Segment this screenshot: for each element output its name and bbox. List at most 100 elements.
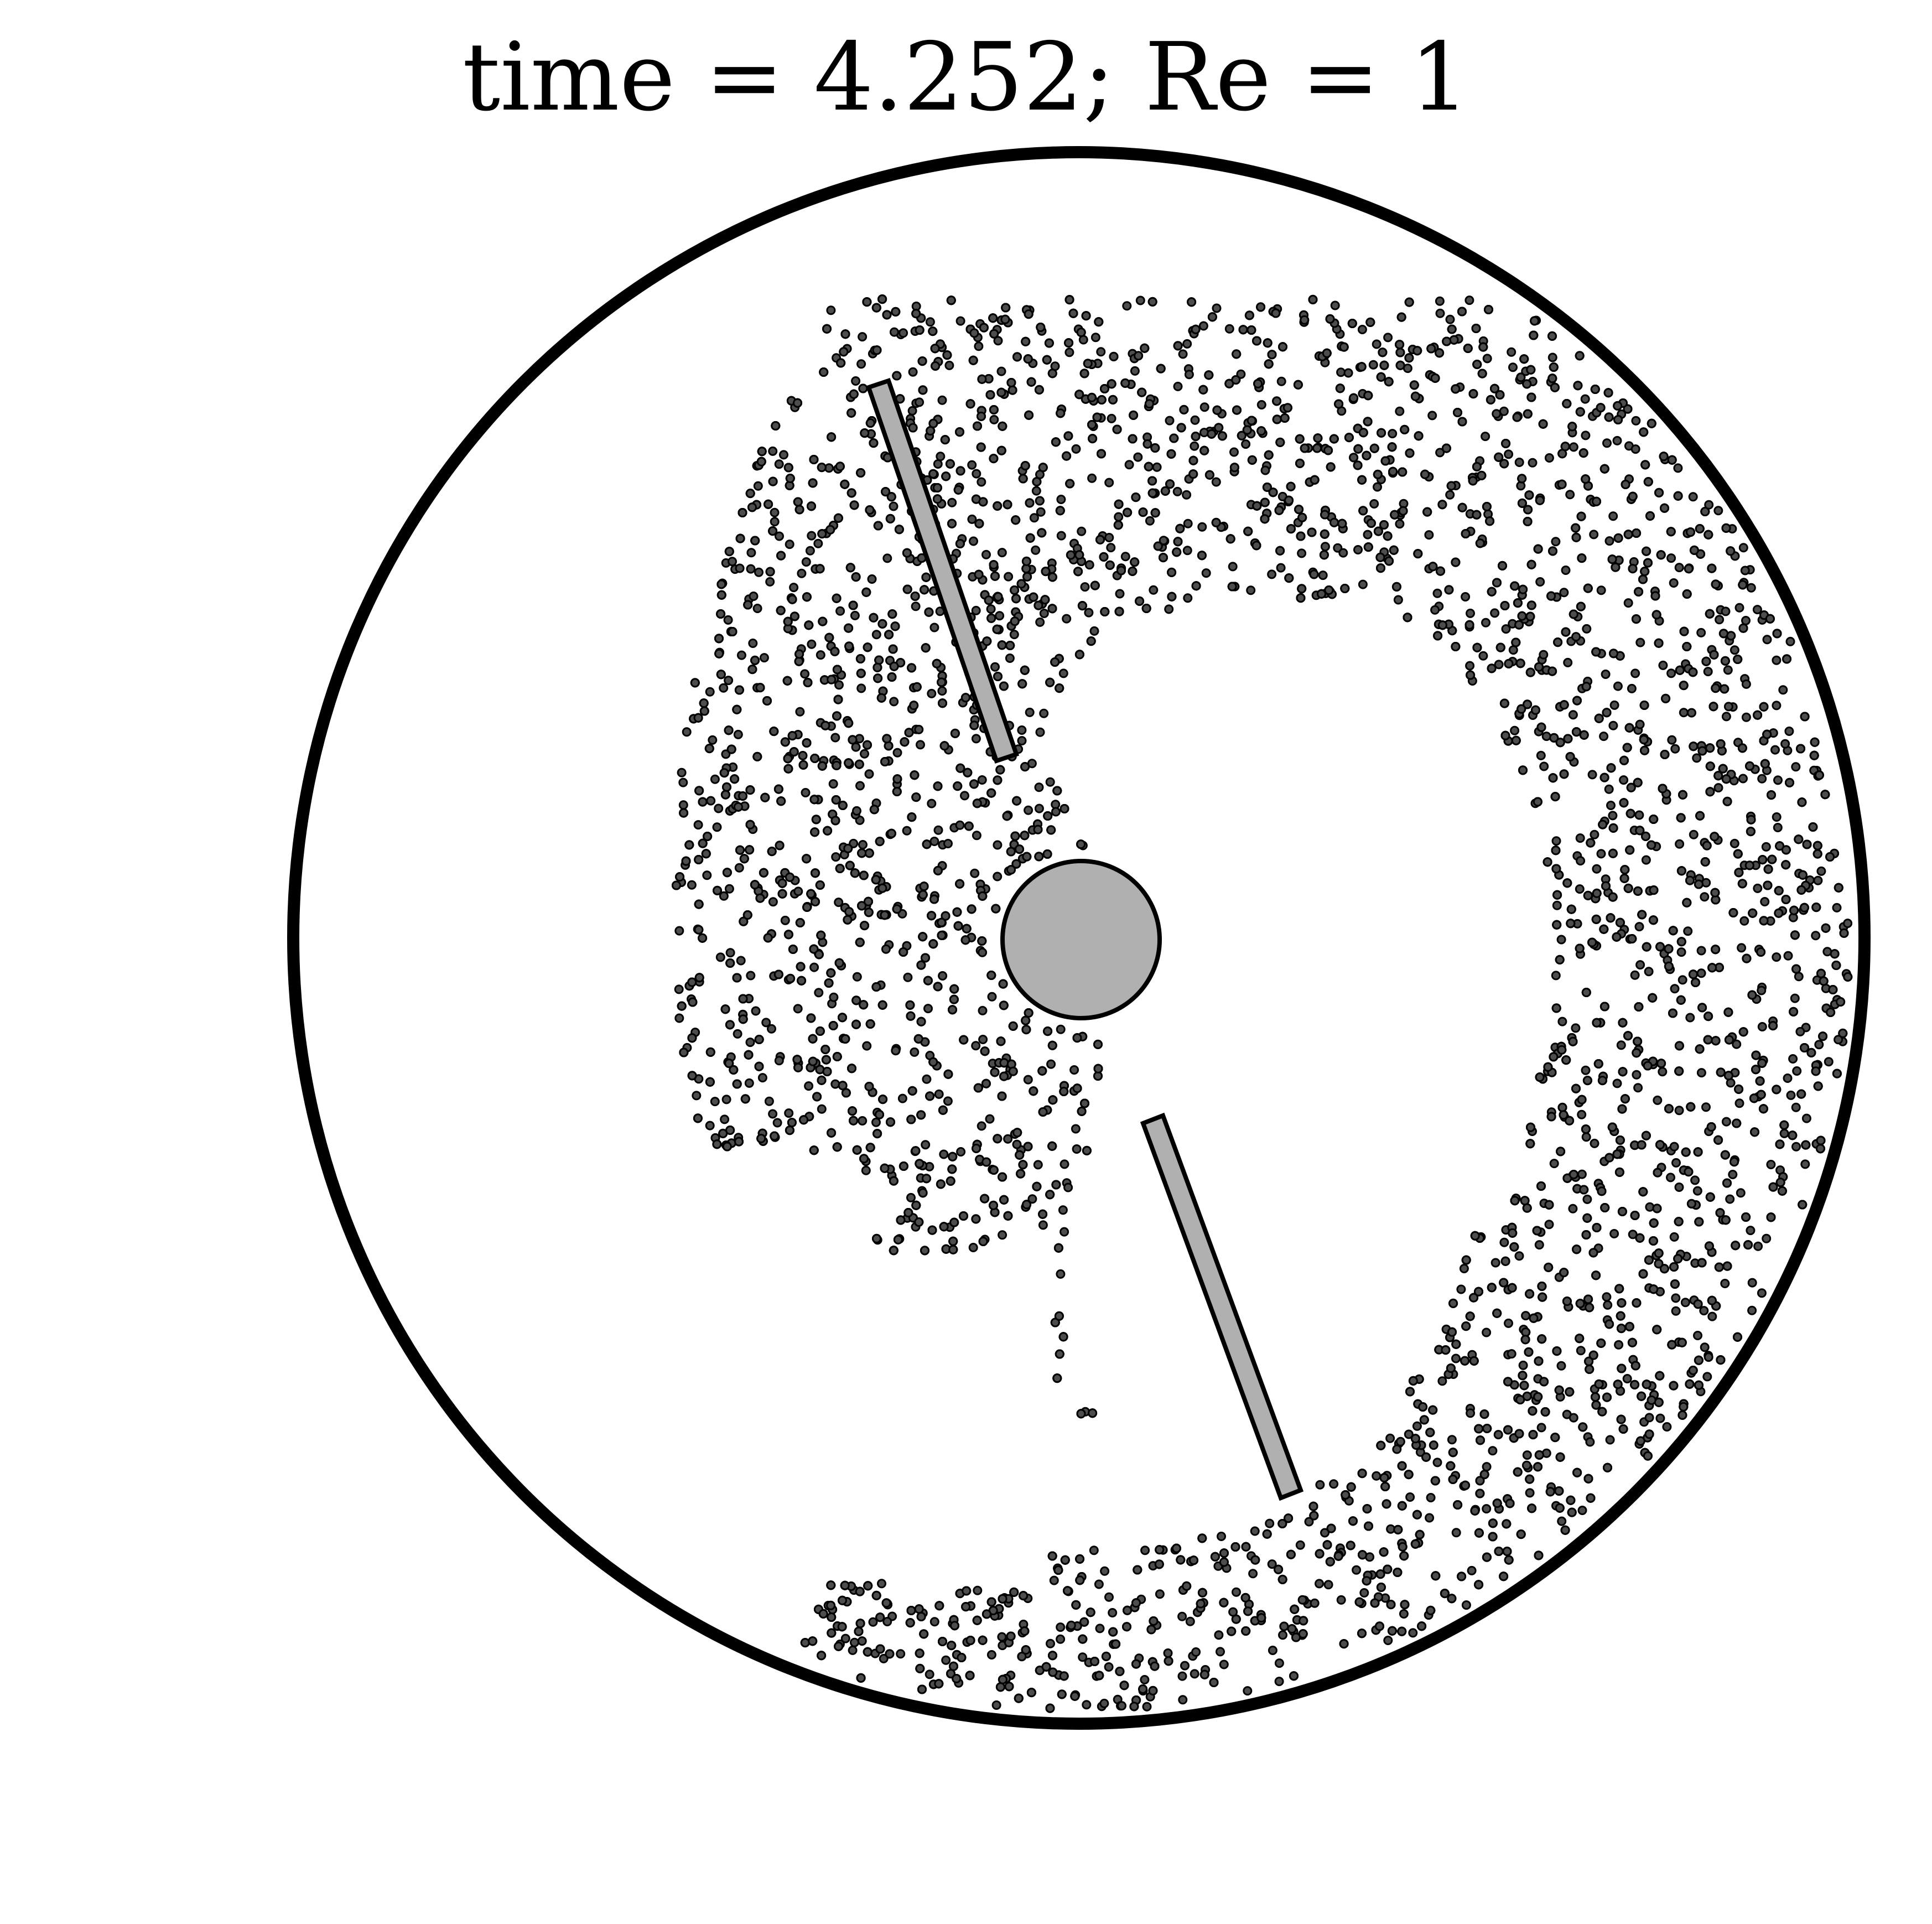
tracer-particle — [1034, 803, 1044, 813]
tracer-particle — [1599, 732, 1609, 741]
tracer-particle — [1236, 369, 1246, 379]
tracer-particle — [1373, 482, 1382, 492]
tracer-particle — [736, 956, 746, 966]
tracer-particle — [736, 650, 746, 660]
tracer-particle — [1482, 1504, 1492, 1514]
tracer-particle — [754, 567, 764, 577]
tracer-particle — [1619, 775, 1629, 785]
tracer-particle — [998, 1230, 1007, 1240]
tracer-particle — [1778, 685, 1788, 695]
tracer-particle — [1696, 1068, 1706, 1078]
tracer-particle — [1671, 1158, 1681, 1168]
tracer-particle — [858, 1116, 868, 1126]
tracer-particle — [1228, 562, 1238, 572]
tracer-particle — [785, 540, 794, 549]
tracer-particle — [1704, 500, 1714, 510]
tracer-particle — [1693, 1331, 1702, 1340]
tracer-particle — [923, 1004, 933, 1014]
tracer-particle — [719, 891, 729, 901]
tracer-particle — [734, 863, 744, 873]
tracer-particle — [1551, 537, 1561, 547]
tracer-particle — [1561, 566, 1571, 575]
tracer-particle — [1435, 296, 1445, 306]
tracer-particle — [1142, 439, 1152, 449]
tracer-particle — [1385, 1433, 1395, 1443]
tracer-particle — [1395, 1436, 1405, 1446]
tracer-particle — [1783, 951, 1793, 961]
tracer-particle — [1581, 431, 1591, 440]
tracer-particle — [1320, 1528, 1329, 1538]
tracer-particle — [1843, 919, 1853, 929]
tracer-particle — [1577, 1109, 1587, 1119]
tracer-particle — [1268, 1646, 1277, 1655]
tracer-particle — [1780, 739, 1790, 749]
tracer-particle — [938, 971, 948, 981]
tracer-particle — [1357, 325, 1367, 334]
tracer-particle — [1713, 506, 1723, 516]
tracer-particle — [1278, 1630, 1287, 1640]
tracer-particle — [977, 1121, 986, 1131]
tracer-particle — [1427, 411, 1437, 421]
tracer-particle — [1090, 333, 1100, 343]
tracer-particle — [972, 831, 981, 841]
tracer-particle — [1824, 1057, 1834, 1067]
tracer-particle — [1295, 1540, 1305, 1550]
tracer-particle — [744, 1078, 754, 1088]
tracer-particle — [1544, 1220, 1554, 1230]
tracer-particle — [1297, 1595, 1307, 1605]
tracer-particle — [757, 1073, 767, 1083]
tracer-particle — [1688, 492, 1698, 502]
tracer-particle — [1736, 1188, 1746, 1198]
tracer-particle — [1772, 701, 1782, 711]
tracer-particle — [1190, 441, 1199, 451]
tracer-particle — [779, 450, 788, 460]
tracer-particle — [817, 1104, 827, 1114]
tracer-particle — [1630, 970, 1640, 980]
tracer-particle — [850, 1637, 859, 1647]
tracer-particle — [973, 1585, 983, 1595]
tracer-particle — [678, 777, 688, 787]
tracer-particle — [1481, 432, 1490, 442]
tracer-particle — [1049, 1575, 1059, 1585]
tracer-particle — [1666, 668, 1676, 678]
tracer-particle — [1536, 1423, 1546, 1433]
tracer-particle — [1058, 1205, 1068, 1215]
tracer-particle — [937, 686, 947, 696]
tracer-particle — [1563, 657, 1573, 667]
tracer-particle — [1172, 486, 1182, 496]
tracer-particle — [1738, 774, 1748, 784]
tracer-particle — [1575, 884, 1585, 894]
tracer-particle — [764, 1096, 774, 1106]
tracer-particle — [1243, 1686, 1253, 1696]
tracer-particle — [1702, 1372, 1712, 1382]
tracer-particle — [800, 669, 810, 679]
tracer-particle — [1662, 1422, 1672, 1432]
tracer-particle — [1478, 651, 1488, 661]
tracer-particle — [1576, 1346, 1586, 1356]
tracer-particle — [1035, 617, 1045, 627]
tracer-particle — [1012, 1139, 1022, 1149]
tracer-particle — [936, 452, 946, 461]
tracer-particle — [767, 1024, 776, 1034]
tracer-particle — [993, 872, 1003, 881]
tracer-particle — [927, 688, 937, 698]
tracer-particle — [1547, 352, 1557, 362]
tracer-particle — [1069, 1065, 1079, 1075]
tracer-particle — [1363, 530, 1373, 540]
tracer-particle — [1596, 585, 1606, 595]
tracer-particle — [724, 884, 734, 894]
tracer-particle — [857, 1636, 867, 1646]
tracer-particle — [1606, 801, 1616, 810]
tracer-particle — [693, 820, 703, 830]
tracer-particle — [1104, 533, 1114, 542]
tracer-particle — [1191, 1647, 1201, 1657]
tracer-particle — [1045, 777, 1055, 787]
tracer-particle — [715, 952, 725, 962]
tracer-particle — [889, 501, 899, 511]
tracer-particle — [1096, 347, 1106, 357]
tracer-particle — [706, 796, 716, 806]
tracer-particle — [761, 1018, 771, 1028]
tracer-particle — [1320, 542, 1330, 552]
tracer-particle — [1315, 1480, 1325, 1490]
tracer-particle — [1608, 720, 1618, 730]
